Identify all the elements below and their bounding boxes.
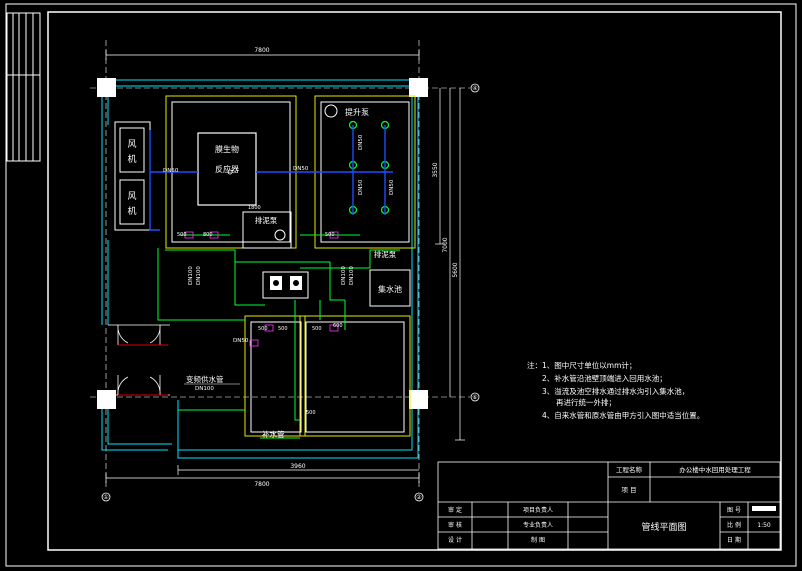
diffuser-nodes <box>348 120 390 215</box>
dim-top-total: 7800 <box>254 47 269 54</box>
axis-marker-d: ⑥ <box>472 394 477 401</box>
axis-marker-circle-c <box>470 83 480 93</box>
tank-walls-inner <box>171 101 410 433</box>
lift-pump-label: 提升泵 <box>345 107 369 117</box>
sludge-pump-label-1: 排泥泵 <box>255 215 278 225</box>
pipe-dn100-c: DN100 <box>341 266 347 285</box>
tb-drafting: 制 图 <box>531 536 545 544</box>
tb-scale-value: 1:50 <box>757 522 771 529</box>
mbr-reactor-box <box>197 132 257 206</box>
drawing-frame-inner <box>47 11 782 551</box>
tb-project-lead: 项目负责人 <box>523 506 553 514</box>
fan-label-2b: 机 <box>127 205 136 217</box>
pipe-d500-d: 500 <box>278 326 288 332</box>
lift-pump-icon <box>324 104 338 118</box>
dim-right-total: 5600 <box>452 262 459 277</box>
note-line-4: 4、自来水管和原水管由甲方引入图中适当位置。 <box>542 410 704 420</box>
fan-box-2 <box>119 179 145 225</box>
note-line-1: 注：1、图中尺寸单位以mm计； <box>527 360 636 370</box>
pipe-dn50-f: DN50 <box>233 338 249 344</box>
axis-marker-b: ② <box>416 494 422 501</box>
collection-tank-label: 集水池 <box>378 284 402 294</box>
dimension-lines <box>105 50 465 483</box>
tb-drawing-title: 管线平面图 <box>641 521 686 533</box>
pipe-d500-a: 500 <box>177 232 187 238</box>
sludge-pump-box <box>242 211 292 249</box>
fan-label-2a: 风 <box>127 191 136 202</box>
tb-item-label: 项 目 <box>621 486 636 494</box>
pipe-dn100-e: DN100 <box>195 386 214 392</box>
pipe-d800: 800 <box>203 232 213 238</box>
sludge-pump-label-2: 排泥泵 <box>374 249 397 259</box>
tb-project-label: 工程名称 <box>616 465 643 474</box>
collection-tank-box <box>369 269 411 307</box>
replenish-pipe-label: 补水管 <box>262 429 285 439</box>
pipe-dn50-a: DN50 <box>163 168 179 174</box>
pipe-d500-e: 500 <box>312 326 322 332</box>
dim-right-mid: 7000 <box>442 237 449 252</box>
tb-design: 设 计 <box>448 536 462 544</box>
note-line-3: 3、溢流及池空排水通过排水沟引入集水池， <box>542 386 689 396</box>
pump-unit-box <box>262 271 309 299</box>
valve-markers <box>184 231 339 347</box>
note-line-3b: 再进行统一外排； <box>556 397 616 407</box>
fan-label-1a: 风 <box>127 139 136 150</box>
tb-discipline-lead: 专业负责人 <box>523 521 553 529</box>
pipe-dn50-b: DN50 <box>293 166 309 172</box>
mbr-reactor-label-2: 反应器 <box>215 164 239 174</box>
notes-block: 注：1、图中尺寸单位以mm计； 2、补水管沿池壁顶端进入回用水池； 3、溢流及池… <box>527 360 704 420</box>
pump-unit-left-dot <box>273 280 279 286</box>
sludge-pump-icon <box>274 229 286 241</box>
title-block <box>437 461 781 550</box>
pipe-dn100-a: DN100 <box>188 266 194 285</box>
column-top-left <box>97 78 116 97</box>
tb-review: 审 定 <box>448 506 462 514</box>
pump-unit-right-dot <box>293 280 299 286</box>
pipe-dn50-c: DN50 <box>358 134 364 150</box>
pipe-dn100-b: DN100 <box>196 266 202 285</box>
dim-bottom-inner: 3960 <box>290 463 305 470</box>
pipe-d500-c: 500 <box>258 326 268 332</box>
mbr-reactor-label-1: 膜生物 <box>215 144 239 154</box>
note-line-2: 2、补水管沿池壁顶端进入回用水池； <box>542 373 667 383</box>
tb-drawing-no-label: 图 号 <box>727 507 741 514</box>
axis-marker-a: ① <box>103 494 108 501</box>
reserve-pipe-label: 变频供水管 <box>186 374 224 384</box>
pipe-d500-f: 500 <box>306 410 316 416</box>
tb-drawing-no-value <box>752 506 776 511</box>
fan-box-1 <box>119 127 145 173</box>
pipe-dn50-d: DN50 <box>358 179 364 195</box>
axis-marker-circle-d <box>470 392 480 402</box>
tb-check: 审 核 <box>448 521 462 529</box>
pipes-green <box>157 234 400 439</box>
fan-label-1b: 机 <box>127 153 136 165</box>
pipes-blue <box>149 125 393 231</box>
column-top-right <box>409 78 428 97</box>
dim-bottom-total: 7800 <box>254 481 269 488</box>
pipe-d600: 600 <box>333 323 343 329</box>
tb-scale-label: 比 例 <box>727 521 741 529</box>
tb-date-label: 日 期 <box>727 536 741 544</box>
drawing-frame-outer <box>5 3 797 567</box>
door-swings <box>108 324 170 396</box>
axis-marker-c: ④ <box>472 85 477 92</box>
pipe-node-reactor <box>227 169 233 175</box>
pipe-d500-b: 500 <box>325 232 335 238</box>
pipe-dn100-d: DN100 <box>349 266 355 285</box>
column-bottom-right <box>409 390 428 409</box>
tb-project-value: 办公楼中水回用处理工程 <box>679 465 751 474</box>
pipe-d1800: 1800 <box>248 205 261 211</box>
dim-right-upper: 3550 <box>432 162 439 177</box>
column-bottom-left <box>97 390 116 409</box>
axis-grid-lines <box>90 40 470 490</box>
pipe-dn50-e: DN50 <box>389 179 395 195</box>
axis-marker-circle-b <box>414 492 424 502</box>
binding-strips <box>6 12 41 162</box>
axis-marker-circle-a <box>101 492 111 502</box>
